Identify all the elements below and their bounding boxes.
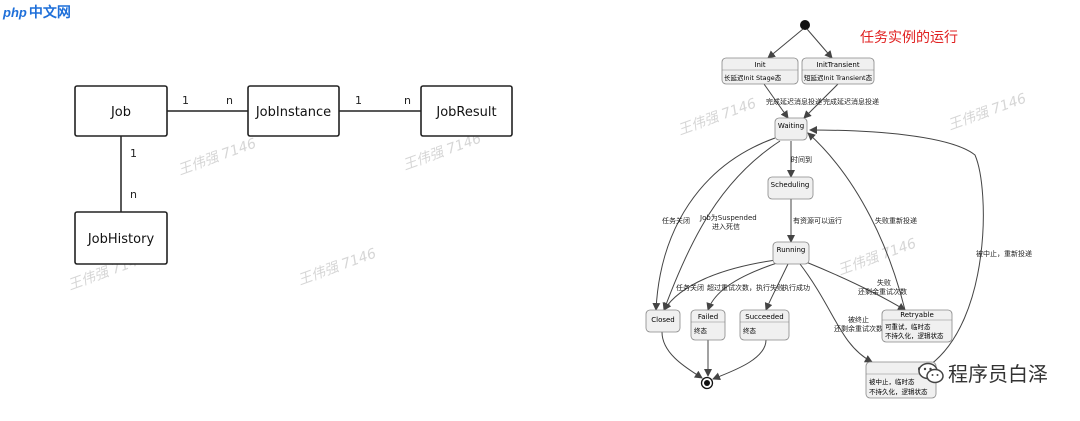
svg-text:Running: Running: [777, 246, 806, 254]
svg-text:Scheduling: Scheduling: [771, 181, 810, 189]
jobinstance-box[interactable]: JobInstance: [247, 85, 340, 137]
watermark: 王伟强 7146: [836, 236, 919, 279]
svg-text:Closed: Closed: [651, 316, 675, 324]
state-retryable[interactable]: Retryable 可重试，临时态 不持久化，逻辑状态: [881, 309, 953, 343]
state-diagram-title: 任务实例的运行: [860, 30, 958, 46]
edge-label: 完成延迟消息投递: [823, 97, 879, 106]
state-closed[interactable]: Closed: [645, 309, 681, 333]
svg-text:短延迟Init Transient态: 短延迟Init Transient态: [804, 73, 873, 82]
edge-label: Job为Suspended: [699, 213, 757, 222]
svg-text:终态: 终态: [694, 326, 708, 335]
state-succeeded[interactable]: Succeeded 终态: [739, 309, 790, 341]
cardinality-label: 1: [130, 147, 137, 160]
state-edges: [652, 28, 984, 381]
jobinstance-box-label: JobInstance: [255, 105, 331, 120]
watermark: 王伟强 7146: [296, 246, 379, 289]
edge-label: 失败重新投递: [875, 216, 917, 225]
state-failed[interactable]: Failed 终态: [690, 309, 726, 341]
svg-text:不持久化，逻辑状态: 不持久化，逻辑状态: [885, 331, 944, 340]
svg-text:InitTransient: InitTransient: [816, 61, 859, 69]
job-box-label: Job: [110, 105, 131, 120]
svg-text:Failed: Failed: [698, 313, 718, 321]
er-diagram: 1 n 1 n 1 n Job JobInstance JobResult Jo…: [74, 85, 513, 265]
edge-label: 失败: [877, 278, 891, 287]
state-diagram: 任务实例的运行 完成延迟消息: [645, 20, 1032, 399]
watermark: 王伟强 7146: [401, 131, 484, 174]
state-init-transient[interactable]: InitTransient 短延迟Init Transient态: [801, 57, 875, 85]
cardinality-label: 1: [355, 94, 362, 107]
edge-label: 还剩余重试次数: [834, 324, 883, 333]
edge-label: 任务关闭: [662, 216, 690, 225]
state-running[interactable]: Running: [772, 241, 810, 265]
jobresult-box-label: JobResult: [435, 105, 496, 120]
site-logo[interactable]: php 中文网: [3, 2, 71, 22]
edge-label: 还剩余重试次数: [858, 287, 907, 296]
job-box[interactable]: Job: [74, 85, 168, 137]
wechat-icon: [918, 362, 944, 383]
edge-label: 进入死信: [712, 222, 740, 231]
edge-label: 执行成功: [782, 283, 810, 292]
svg-text:Waiting: Waiting: [778, 122, 804, 130]
jobhistory-box[interactable]: JobHistory: [74, 211, 168, 265]
watermark: 王伟强 7146: [946, 91, 1029, 134]
brand-watermark: 程序员白泽: [918, 358, 1048, 387]
state-waiting[interactable]: Waiting: [774, 117, 808, 141]
state-init[interactable]: Init 长延迟Init Stage态: [721, 57, 799, 85]
edge-label: 任务关闭: [676, 283, 704, 292]
edge-label: 有资源可以运行: [793, 216, 842, 225]
watermark: 王伟强 7146: [676, 96, 759, 139]
svg-text:Succeeded: Succeeded: [745, 313, 783, 321]
watermark: 王伟强 7146: [176, 136, 259, 179]
watermarks: 王伟强 7146 王伟强 7146 王伟强 7146 王伟强 7146 王伟强 …: [66, 91, 1029, 294]
edge-label: 超过重试次数，执行失败: [707, 283, 784, 292]
cardinality-label: n: [404, 94, 411, 107]
cardinality-label: 1: [182, 94, 189, 107]
start-node: [800, 20, 810, 30]
state-scheduling[interactable]: Scheduling: [767, 176, 814, 200]
jobresult-box[interactable]: JobResult: [420, 85, 513, 137]
jobhistory-box-label: JobHistory: [87, 232, 155, 247]
brand-text: 程序员白泽: [948, 362, 1048, 386]
edge-label: 完成延迟消息投递: [766, 97, 822, 106]
cardinality-label: n: [226, 94, 233, 107]
edge-label: 被中止，重新投递: [976, 249, 1032, 258]
svg-text:Retryable: Retryable: [900, 311, 934, 319]
svg-text:终态: 终态: [743, 326, 757, 335]
edge-label: 时间到: [791, 155, 812, 164]
cardinality-label: n: [130, 188, 137, 201]
svg-text:被中止，临时态: 被中止，临时态: [869, 377, 915, 386]
edge-label: 被终止: [848, 315, 869, 324]
svg-text:不持久化，逻辑状态: 不持久化，逻辑状态: [869, 387, 928, 396]
svg-text:可重试，临时态: 可重试，临时态: [885, 322, 931, 331]
php-logo-mark: php: [3, 4, 27, 20]
svg-text:长延迟Init Stage态: 长延迟Init Stage态: [724, 73, 782, 82]
site-logo-text: 中文网: [28, 5, 71, 21]
svg-text:Init: Init: [754, 61, 765, 69]
